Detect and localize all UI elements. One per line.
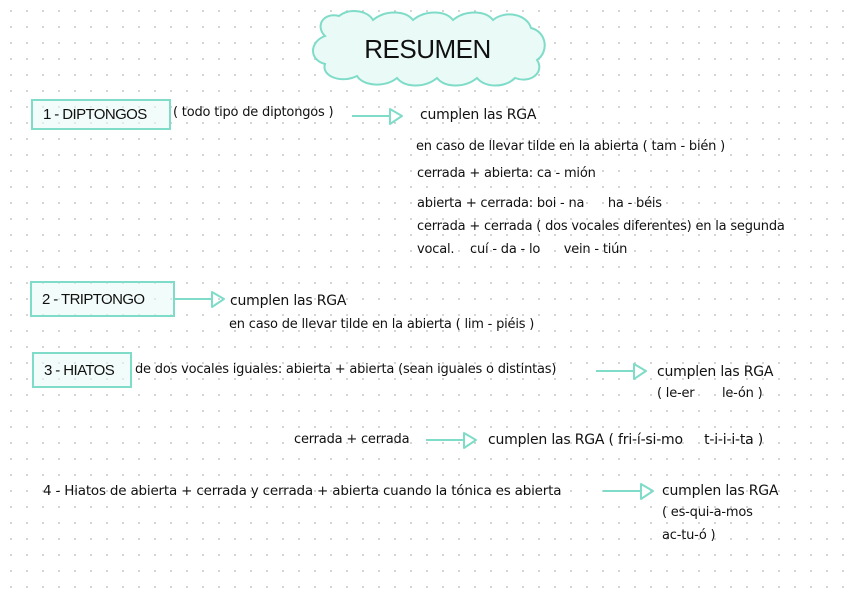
arrow-right-icon (603, 483, 654, 500)
triptongo-note-1: en caso de llevar tilde en la abierta ( … (229, 317, 535, 332)
arrow-right-icon (426, 432, 477, 449)
triptongo-result: cumplen las RGA (230, 293, 347, 309)
hiatos-qualifier: de dos vocales iguales: abierta + abiert… (135, 362, 557, 377)
heading-triptongo: 2 - TRIPTONGO (30, 281, 175, 317)
heading-hiatos: 3 - HIATOS (32, 352, 132, 388)
cloud-shape-icon (312, 10, 546, 87)
arrow-right-icon (174, 291, 225, 308)
arrow-right-icon (352, 108, 403, 125)
arrow-right-icon (596, 363, 647, 380)
diptongos-note-5: vocal. cuí - da - lo vein - tiún (417, 242, 628, 257)
heading-text: 2 - TRIPTONGO (42, 290, 145, 308)
diptongos-note-3: abierta + cerrada: boi - na ha - béis (417, 196, 662, 211)
heading-text: 1 - DIPTONGOS (43, 106, 147, 123)
diptongos-note-1: en caso de llevar tilde en la abierta ( … (416, 139, 726, 154)
hiatos4-note-2: ac-tu-ó ) (662, 528, 716, 543)
heading-text: 3 - HIATOS (44, 361, 115, 379)
diptongos-qualifier: ( todo tipo de diptongos ) (173, 105, 334, 120)
hiatos-result: cumplen las RGA (657, 364, 774, 380)
hiatos4-result: cumplen las RGA (662, 483, 779, 499)
page-title: RESUMEN (364, 34, 491, 64)
heading-diptongos: 1 - DIPTONGOS (31, 99, 171, 130)
diptongos-result: cumplen las RGA (420, 107, 537, 123)
diptongos-note-2: cerrada + abierta: ca - mión (417, 166, 596, 181)
hiatos4-note-1: ( es-qui-a-mos (662, 505, 753, 520)
heading-hiatos-abierta-cerrada: 4 - Hiatos de abierta + cerrada y cerrad… (43, 483, 562, 499)
title-cloud: RESUMEN (305, 6, 550, 88)
hiatos-sub-qualifier: cerrada + cerrada (294, 432, 410, 447)
hiatos-note-1: ( le-er le-ón ) (657, 386, 763, 401)
hiatos-sub-result: cumplen las RGA ( fri-í-si-mo t-i-i-i-ta… (488, 432, 764, 448)
diptongos-note-4: cerrada + cerrada ( dos vocales diferent… (417, 219, 785, 234)
